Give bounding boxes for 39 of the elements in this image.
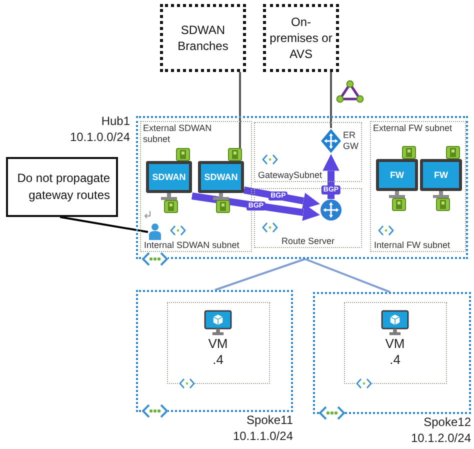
callout-text: Do not propagate gateway routes [16, 170, 110, 204]
subnet-label: External SDWAN subnet [143, 123, 213, 145]
gateway-label: ER GW [343, 130, 359, 152]
subnet-label: Internal FW subnet [374, 240, 450, 251]
appliance-screen: SDWAN [146, 161, 192, 193]
site-box [160, 4, 246, 72]
connector-line [239, 72, 241, 148]
arrow [322, 154, 340, 199]
vnet-name: Spoke11 [246, 413, 293, 429]
address-range: 10.1.2.0/24 [410, 430, 471, 446]
subnet-label: External FW subnet [373, 123, 452, 134]
connector-line [214, 258, 306, 291]
appliance-screen: FW [420, 159, 462, 191]
callout-box [6, 157, 118, 217]
vnet-name: Hub1 [101, 114, 130, 130]
arrow [243, 186, 320, 210]
ip-suffix: .4 [212, 352, 224, 368]
site-box [263, 4, 339, 72]
subnet-box [370, 121, 466, 252]
user-icon [148, 222, 162, 240]
subnet-label: Route Server [280, 236, 336, 247]
address-range: 10.1.1.0/24 [232, 428, 293, 444]
subnet-box [254, 122, 362, 182]
address-range: 10.1.0.0/24 [70, 130, 130, 146]
connector-line [304, 258, 390, 293]
vm-label: VM [385, 336, 405, 352]
vm-label: VM [208, 336, 228, 352]
ip-suffix: .4 [390, 352, 400, 368]
leader-line [60, 216, 148, 233]
appliance-screen: FW [376, 159, 418, 191]
subnet-label: Internal SDWAN subnet [144, 240, 240, 251]
connector-line [330, 72, 332, 128]
vnet-name: Spoke12 [424, 415, 471, 431]
arrow [191, 192, 320, 221]
site-label: SDWAN Branches [176, 22, 230, 54]
appliance-screen: SDWAN [198, 161, 244, 193]
subnet-label: GatewaySubnet [258, 170, 322, 181]
site-label: On-premises or AVS [268, 14, 334, 62]
route-server-icon [320, 199, 342, 221]
